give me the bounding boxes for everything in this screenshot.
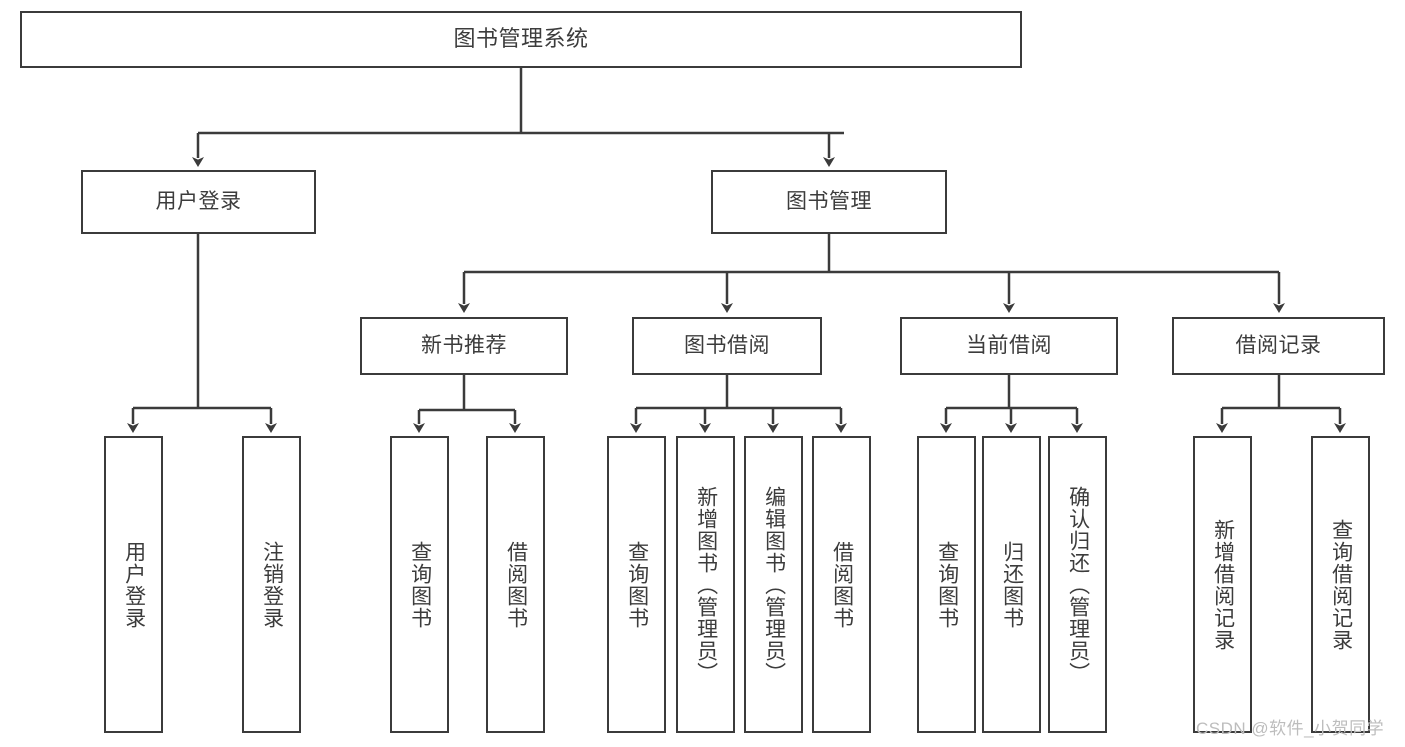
leaf-user-login-login[interactable]: 用户登录 [104,436,163,733]
node-label: 借阅记录 [1235,334,1322,358]
node-label: 查询图书 [935,540,959,629]
leaf-borrow-edit-book-admin[interactable]: 编辑图书（管理员） [744,436,803,733]
node-label: 借阅图书 [830,540,854,629]
node-label: 新增图书（管理员） [694,485,718,684]
node-new-book-recommend[interactable]: 新书推荐 [360,317,568,375]
leaf-current-return-book[interactable]: 归还图书 [982,436,1041,733]
node-label: 借阅图书 [504,540,528,629]
node-label: 图书管理 [786,190,872,214]
node-borrow-record[interactable]: 借阅记录 [1172,317,1385,375]
leaf-new-book-borrow[interactable]: 借阅图书 [486,436,545,733]
node-label: 当前借阅 [966,334,1052,358]
leaf-borrow-borrow-book[interactable]: 借阅图书 [812,436,871,733]
node-book-management[interactable]: 图书管理 [711,170,947,234]
node-label: 用户登录 [122,540,146,629]
node-label: 查询借阅记录 [1329,518,1353,651]
leaf-current-query-book[interactable]: 查询图书 [917,436,976,733]
node-label: 新书推荐 [421,334,507,358]
leaf-user-login-logout[interactable]: 注销登录 [242,436,301,733]
node-label: 图书借阅 [684,334,770,358]
node-label: 图书管理系统 [453,26,589,52]
node-label: 注销登录 [260,540,284,629]
node-current-borrow[interactable]: 当前借阅 [900,317,1118,375]
node-label: 归还图书 [1000,540,1024,629]
leaf-borrow-add-book-admin[interactable]: 新增图书（管理员） [676,436,735,733]
node-user-login[interactable]: 用户登录 [81,170,316,234]
node-label: 用户登录 [155,190,242,214]
leaf-current-confirm-return-admin[interactable]: 确认归还（管理员） [1048,436,1107,733]
node-label: 查询图书 [408,540,432,629]
leaf-new-book-query[interactable]: 查询图书 [390,436,449,733]
node-label: 新增借阅记录 [1211,518,1235,651]
node-label: 编辑图书（管理员） [762,485,786,684]
leaf-record-add-record[interactable]: 新增借阅记录 [1193,436,1252,733]
node-label: 查询图书 [625,540,649,629]
leaf-borrow-query-book[interactable]: 查询图书 [607,436,666,733]
node-label: 确认归还（管理员） [1066,485,1090,684]
node-book-borrow[interactable]: 图书借阅 [632,317,822,375]
node-root-system[interactable]: 图书管理系统 [20,11,1022,68]
leaf-record-query-record[interactable]: 查询借阅记录 [1311,436,1370,733]
